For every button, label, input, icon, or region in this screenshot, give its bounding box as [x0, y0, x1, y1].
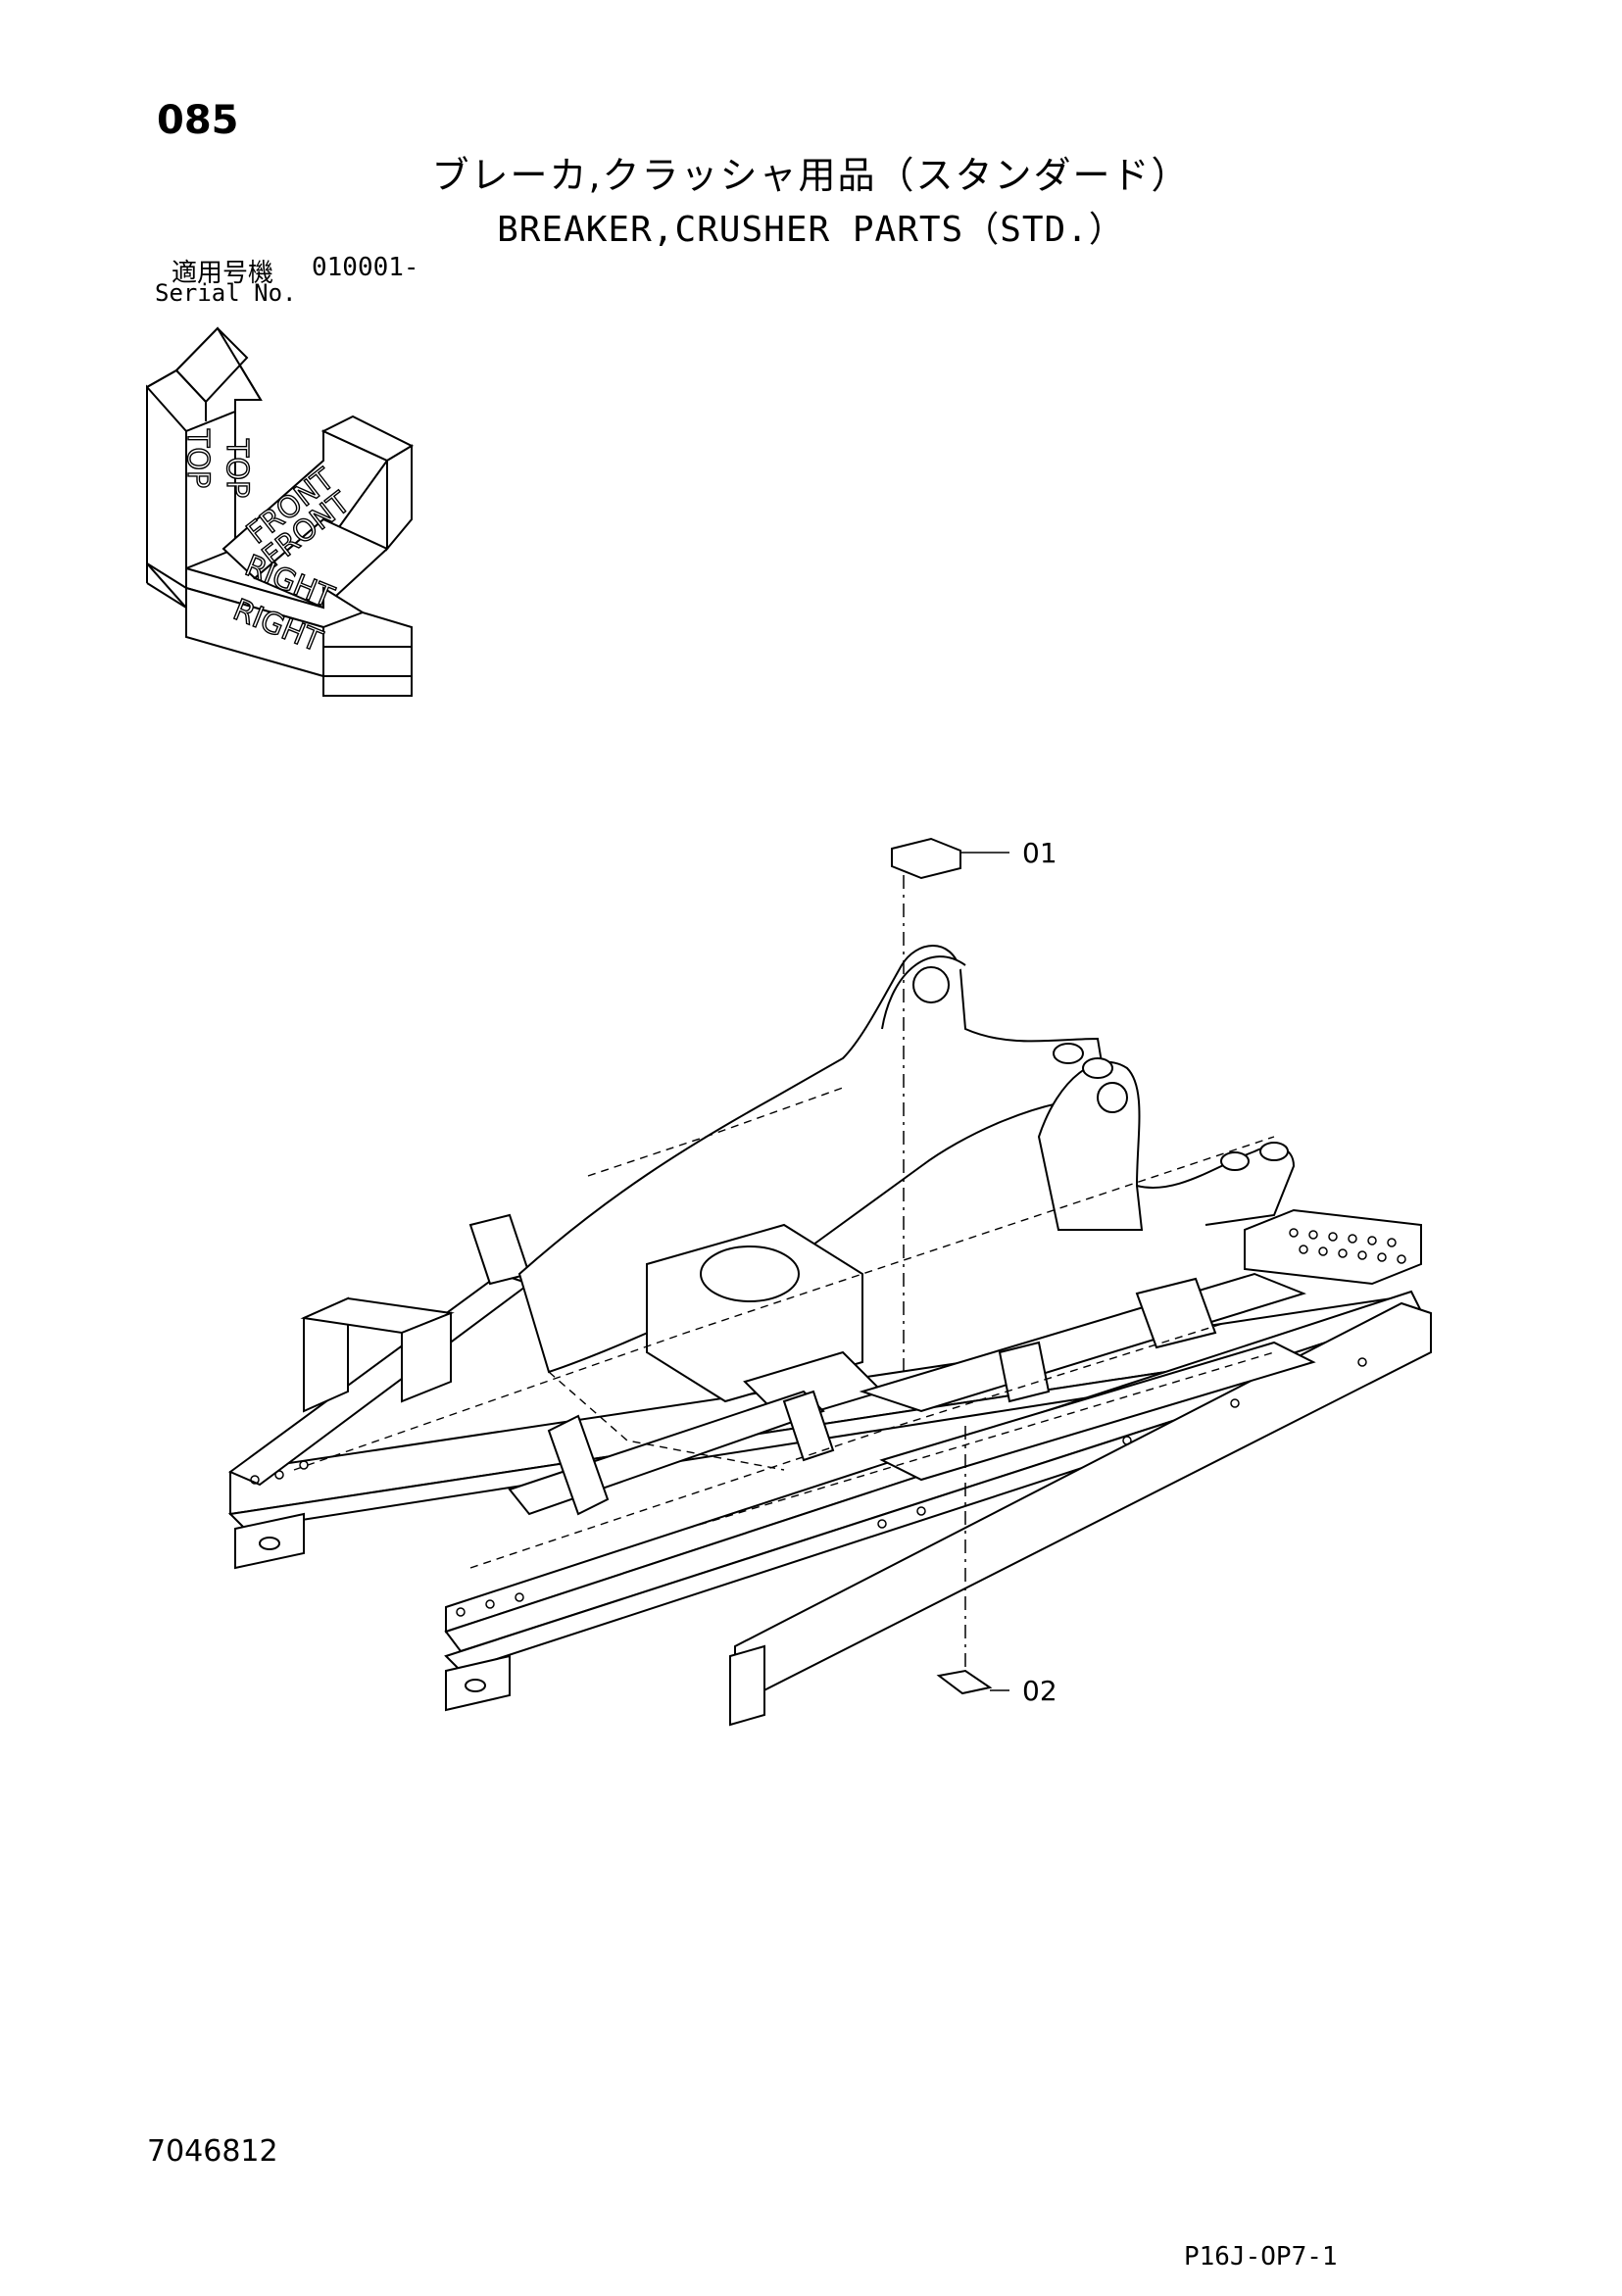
serial-number-value: 010001-: [312, 253, 419, 282]
serial-label-english: Serial No.: [155, 279, 297, 307]
page-number: 085: [157, 98, 239, 143]
orientation-top-label: TOP: [180, 428, 215, 488]
bolt-details: [250, 1357, 1367, 1617]
serial-label-japanese: 適用号機: [172, 259, 274, 288]
sheet-code: P16J-OP7-1: [1184, 2242, 1338, 2272]
orientation-indicator: TOP TOP FRONT FRONT RIGHT RIGHT: [146, 326, 415, 697]
page-title-japanese: ブレーカ,クラッシャ用品（スタンダード）: [431, 154, 1191, 197]
part-02-pin: [936, 1669, 993, 1695]
callout-01-label: 01: [1022, 837, 1057, 869]
step-plate-holes: [1289, 1228, 1406, 1264]
page-title-english: BREAKER,CRUSHER PARTS（STD.）: [497, 210, 1125, 250]
document-number: 7046812: [147, 2134, 278, 2169]
callout-01: [891, 837, 1009, 1372]
part-01-plate: [891, 837, 961, 880]
machine-frame-drawing: [227, 945, 1432, 1727]
callout-02-label: 02: [1022, 1675, 1057, 1707]
orientation-top-label-2: TOP: [220, 438, 254, 498]
callout-02: [936, 1426, 1009, 1695]
